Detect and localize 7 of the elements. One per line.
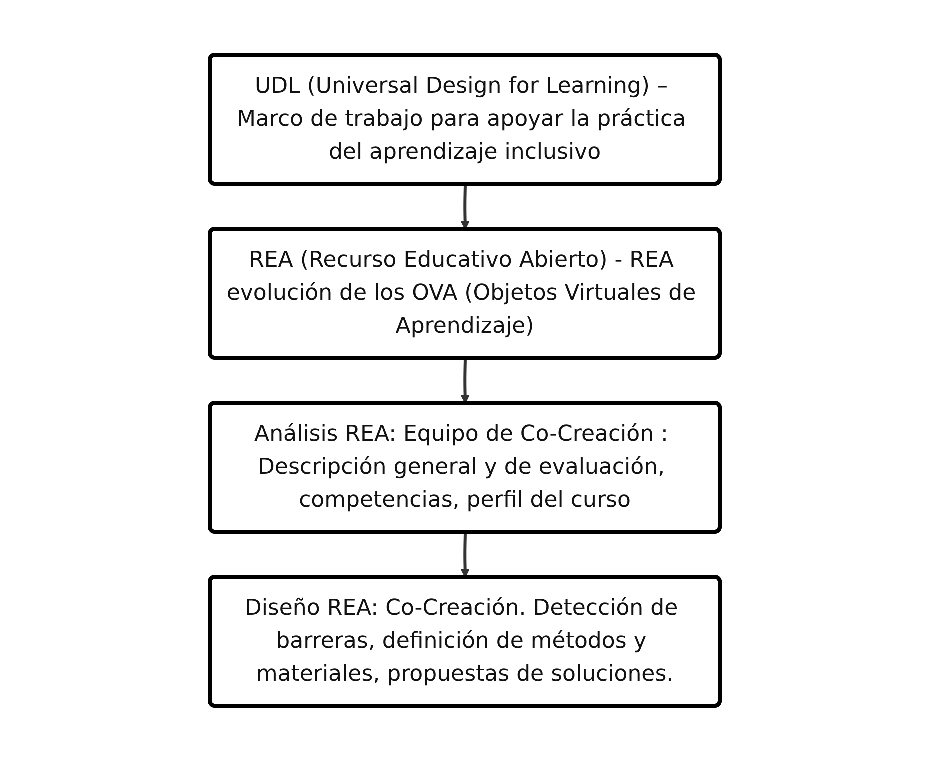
node-text: Análisis REA: Equipo de Co-Creación : Descripción general y de evaluación, competencias, perfil del curso: [254, 422, 668, 513]
node-text: Diseño REA: Co-Creación. Detección de barreras, definición de métodos y materiales, propuestas de soluciones.: [244, 596, 678, 687]
arrow: [460, 532, 470, 578]
arrow: [460, 358, 470, 404]
node-text: REA (Recurso Educativo Abierto) - REA evolución de los OVA (Objetos Virtuales de Aprendizaje): [226, 248, 696, 339]
node-text: UDL (Universal Design for Learning) – Marco de trabajo para apoyar la práctica del aprendizaje inclusivo: [236, 74, 686, 165]
arrow: [460, 184, 470, 230]
